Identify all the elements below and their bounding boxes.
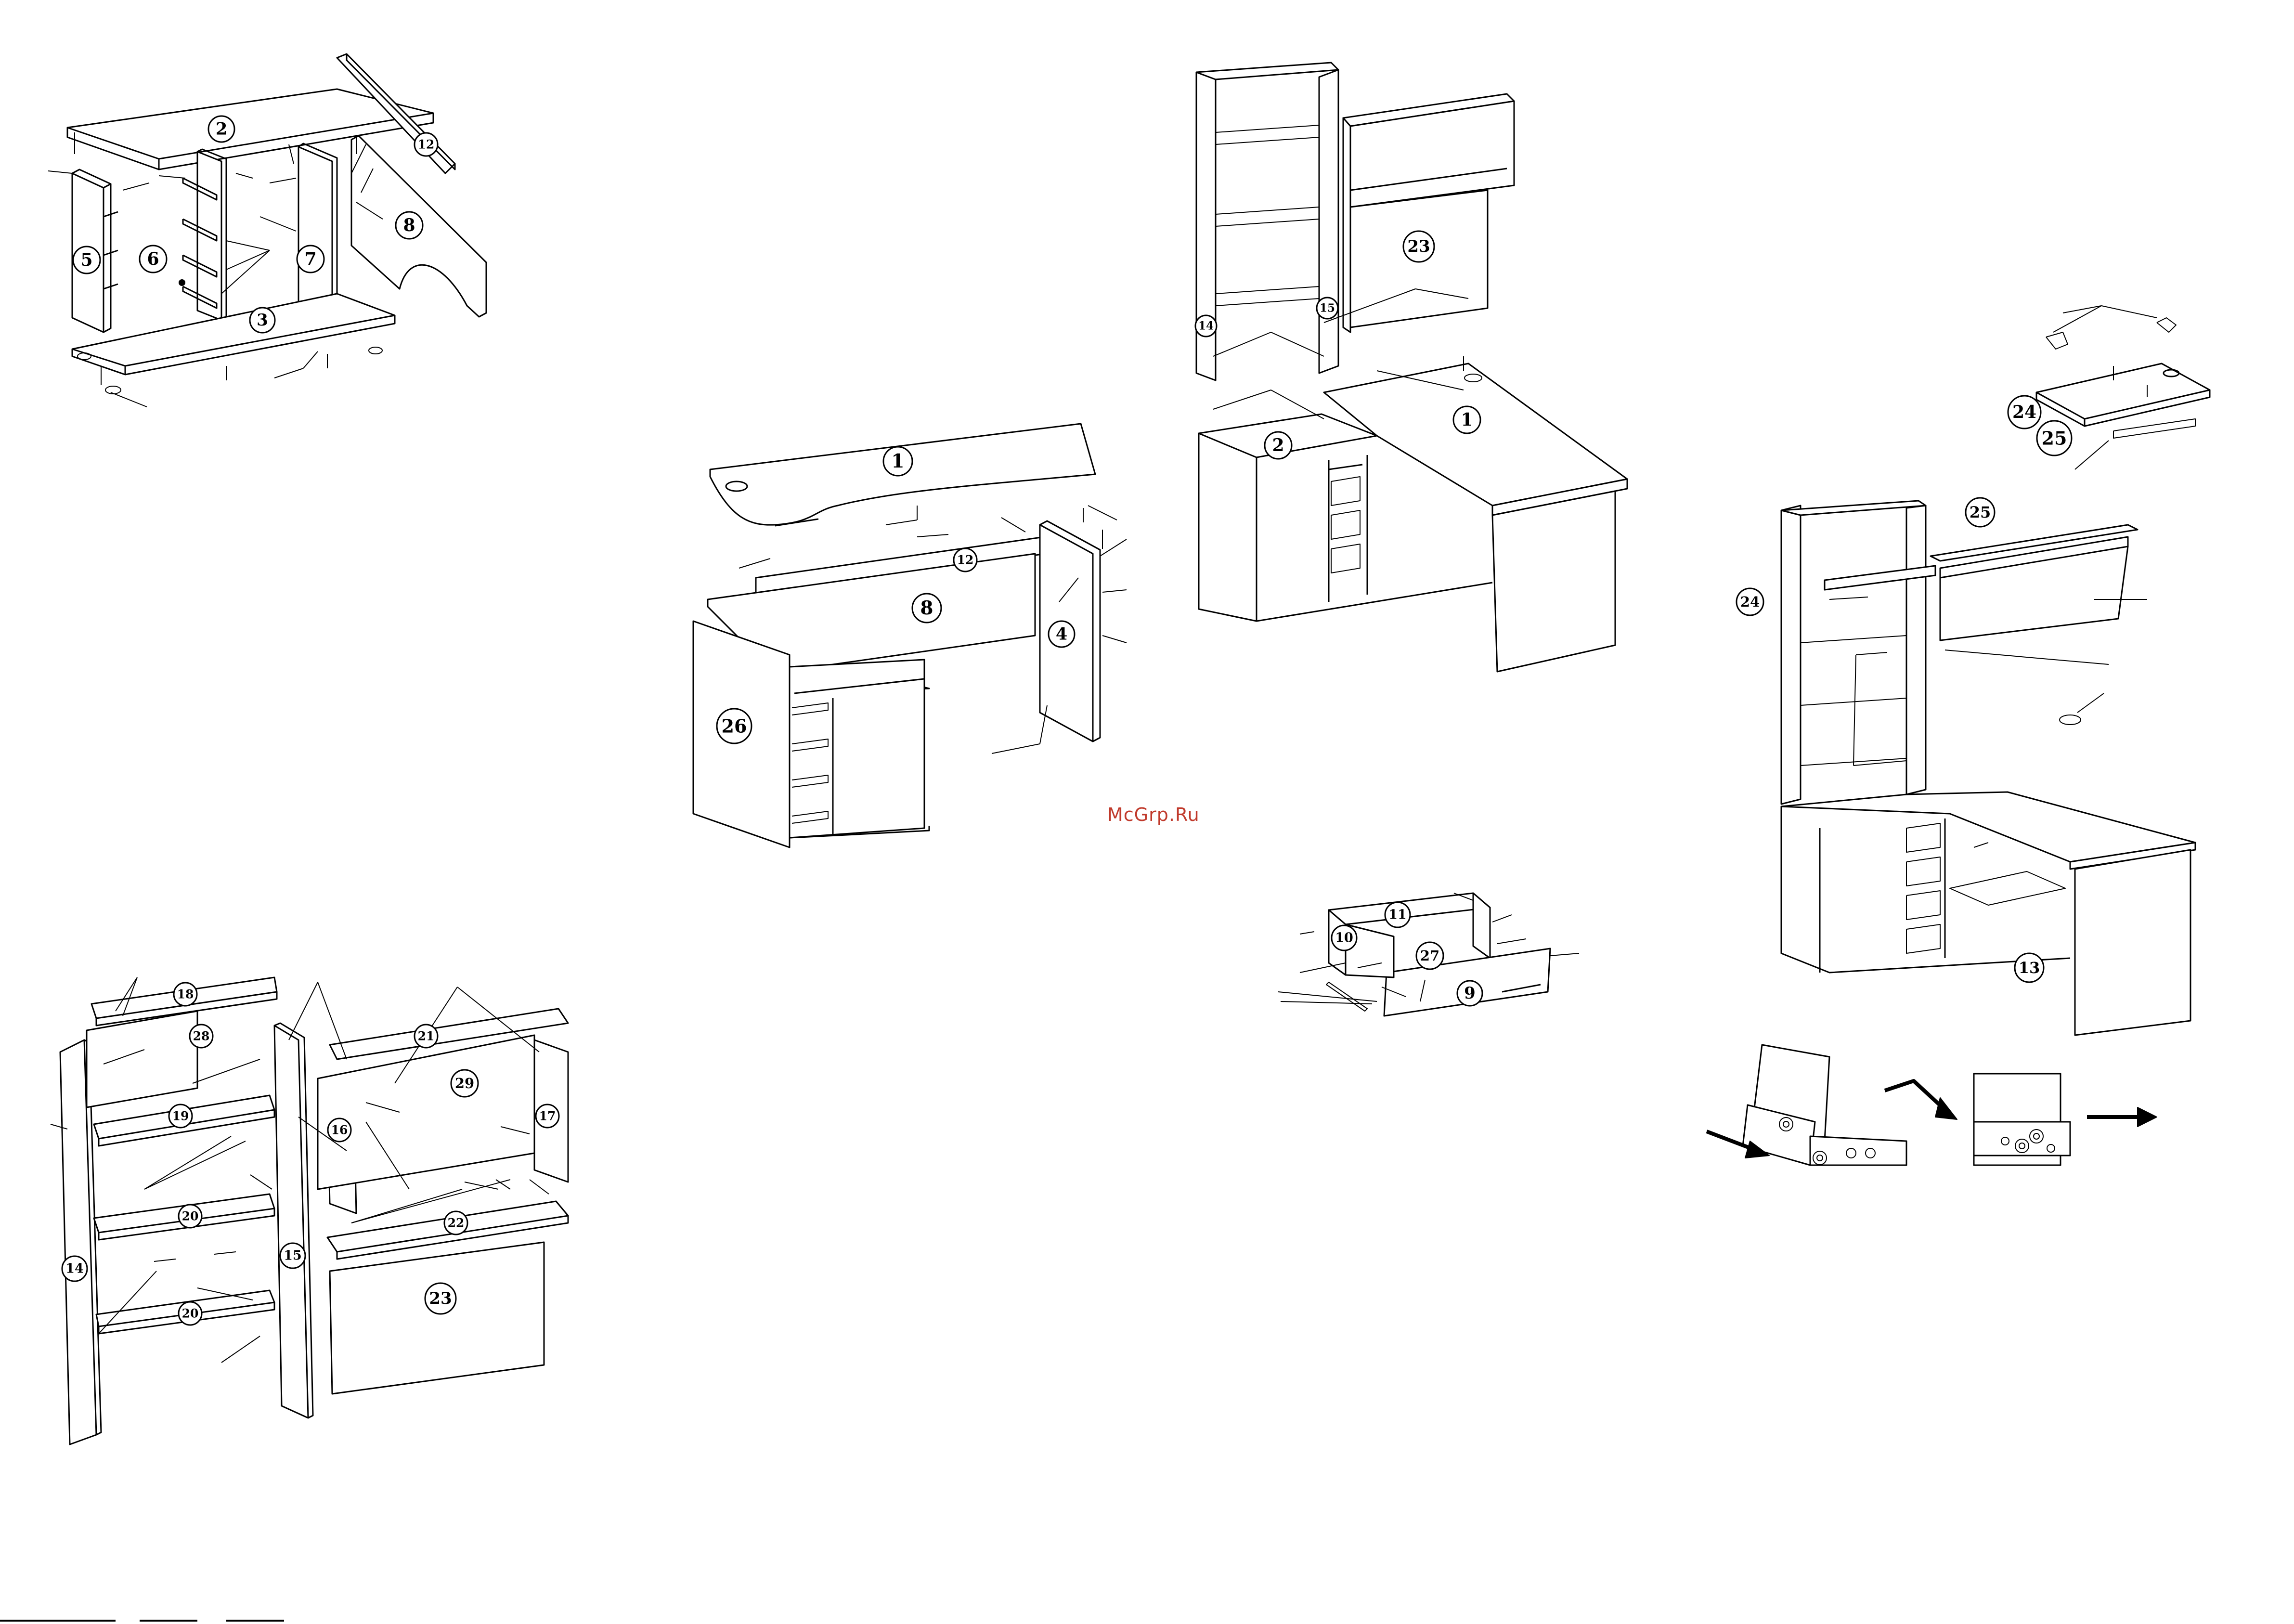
callout-number: 25 xyxy=(2042,428,2067,449)
callout-number: 28 xyxy=(193,1029,210,1043)
callout-number: 18 xyxy=(177,987,194,1001)
callout-part-2: 2 xyxy=(1265,432,1292,459)
callout-part-8: 8 xyxy=(396,212,423,239)
callout-number: 6 xyxy=(147,249,159,269)
callout-number: 21 xyxy=(418,1029,435,1043)
callout-part-27: 27 xyxy=(1416,942,1443,969)
callout-number: 1 xyxy=(891,450,904,472)
callout-number: 7 xyxy=(304,249,316,269)
callout-part-15: 15 xyxy=(1317,298,1338,319)
callout-number: 8 xyxy=(920,597,933,619)
callout-number: 2 xyxy=(216,119,227,139)
callout-number: 19 xyxy=(172,1109,189,1123)
callout-number: 8 xyxy=(403,215,415,235)
callout-part-1: 1 xyxy=(1453,406,1480,433)
step-final-view xyxy=(1781,501,2195,1035)
callout-part-14: 14 xyxy=(1195,315,1217,337)
callout-part-5: 5 xyxy=(73,247,100,273)
callout-number: 12 xyxy=(957,553,974,567)
step-mount-upper xyxy=(1196,63,1627,672)
callout-number: 3 xyxy=(257,311,268,330)
callout-number: 9 xyxy=(1464,984,1476,1003)
callout-part-10: 10 xyxy=(1332,925,1357,950)
callout-part-12: 12 xyxy=(415,133,438,156)
callout-number: 24 xyxy=(2012,402,2036,422)
callout-part-15: 15 xyxy=(280,1243,305,1268)
callout-number: 16 xyxy=(331,1123,348,1137)
callout-number: 27 xyxy=(1420,948,1439,964)
callout-number: 24 xyxy=(1740,594,1760,610)
callout-part-12: 12 xyxy=(954,548,977,572)
callout-part-20: 20 xyxy=(179,1205,202,1228)
callout-number: 15 xyxy=(1320,302,1335,315)
callout-number: 17 xyxy=(539,1109,556,1123)
callout-part-19: 19 xyxy=(169,1104,192,1128)
callout-number: 20 xyxy=(182,1307,199,1321)
callout-part-20: 20 xyxy=(179,1302,202,1325)
callout-part-1: 1 xyxy=(883,447,912,476)
callout-number: 10 xyxy=(1335,931,1353,946)
callout-number: 14 xyxy=(1198,320,1214,333)
callout-number: 5 xyxy=(80,250,92,270)
callout-number: 12 xyxy=(418,138,435,152)
callout-part-9: 9 xyxy=(1457,981,1482,1006)
step-hinge-detail xyxy=(1743,1045,2070,1165)
callout-part-16: 16 xyxy=(328,1118,351,1142)
callout-number: 29 xyxy=(455,1075,474,1091)
slide-arrow-middle xyxy=(1885,1081,1957,1119)
callout-number: 1 xyxy=(1461,410,1473,430)
callout-part-21: 21 xyxy=(415,1025,438,1048)
callout-part-18: 18 xyxy=(174,983,197,1006)
callout-part-25: 25 xyxy=(2037,421,2072,455)
callout-part-24: 24 xyxy=(2008,396,2041,429)
callout-part-23: 23 xyxy=(425,1283,456,1314)
callout-part-25: 25 xyxy=(1966,498,1995,527)
callout-number: 22 xyxy=(448,1216,465,1230)
slide-out-arrow xyxy=(2087,1107,2157,1127)
callout-number: 14 xyxy=(65,1261,84,1276)
callout-number: 26 xyxy=(722,715,747,737)
callout-part-8: 8 xyxy=(912,594,941,623)
callout-number: 23 xyxy=(429,1289,452,1308)
callout-part-26: 26 xyxy=(717,709,752,743)
callout-number: 13 xyxy=(2019,959,2040,977)
callout-part-29: 29 xyxy=(451,1070,478,1097)
callout-part-11: 11 xyxy=(1385,902,1410,927)
callout-number: 11 xyxy=(1388,908,1407,922)
callout-part-3: 3 xyxy=(250,308,275,333)
callout-number: 15 xyxy=(284,1248,302,1263)
callout-part-7: 7 xyxy=(297,246,324,273)
callout-number: 20 xyxy=(182,1209,199,1223)
callout-part-28: 28 xyxy=(190,1025,213,1048)
watermark: McGrp.Ru xyxy=(1107,804,1200,825)
callout-part-4: 4 xyxy=(1049,621,1075,647)
callout-number: 23 xyxy=(1407,237,1430,256)
callout-number: 4 xyxy=(1056,624,1067,644)
callout-part-14: 14 xyxy=(62,1256,87,1281)
callout-part-23: 23 xyxy=(1403,231,1434,262)
step-shelf-unit xyxy=(51,977,568,1444)
callout-part-13: 13 xyxy=(2015,953,2044,982)
callout-number: 25 xyxy=(1970,503,1991,521)
callout-part-2: 2 xyxy=(208,116,234,142)
callout-part-6: 6 xyxy=(140,246,167,273)
callout-part-22: 22 xyxy=(444,1211,467,1234)
callout-part-17: 17 xyxy=(536,1104,559,1128)
callout-part-24: 24 xyxy=(1737,588,1763,615)
callout-number: 2 xyxy=(1272,435,1284,455)
